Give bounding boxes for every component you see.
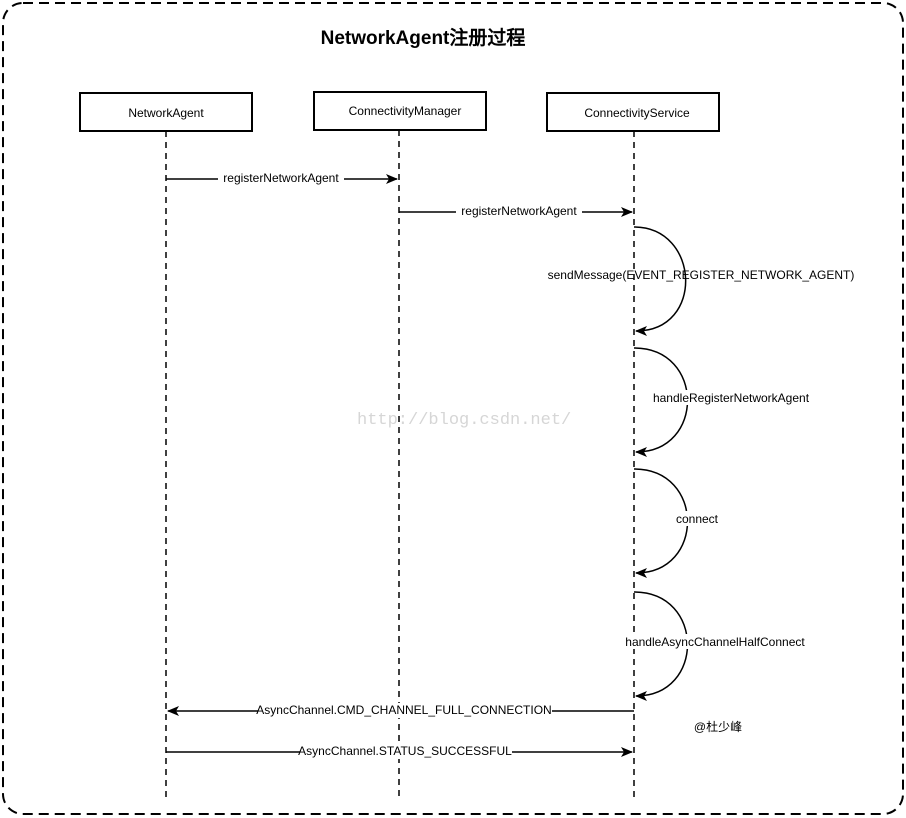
message-cmd-channel-full-connection: AsyncChannel.CMD_CHANNEL_FULL_CONNECTION xyxy=(167,703,634,718)
self-message-handle-register: handleRegisterNetworkAgent xyxy=(633,347,814,457)
message-label: AsyncChannel.CMD_CHANNEL_FULL_CONNECTION xyxy=(256,703,551,717)
message-status-successful: AsyncChannel.STATUS_SUCCESSFUL xyxy=(166,744,633,759)
author-note: @杜少峰 xyxy=(694,719,742,734)
message-label: AsyncChannel.STATUS_SUCCESSFUL xyxy=(298,744,512,758)
message-register-network-agent-2: registerNetworkAgent xyxy=(399,204,633,219)
diagram-title: NetworkAgent注册过程 xyxy=(321,26,526,49)
message-label: connect xyxy=(676,512,719,526)
message-label: handleRegisterNetworkAgent xyxy=(653,391,810,405)
self-message-connect: connect xyxy=(633,468,721,578)
lifeline-connectivityservice: ConnectivityService xyxy=(546,92,720,798)
self-message-send-message: sendMessage(EVENT_REGISTER_NETWORK_AGENT… xyxy=(548,226,855,336)
message-register-network-agent-1: registerNetworkAgent xyxy=(166,171,398,186)
message-label: registerNetworkAgent xyxy=(461,204,577,218)
self-message-half-connect: handleAsyncChannelHalfConnect xyxy=(622,591,808,701)
message-label: sendMessage(EVENT_REGISTER_NETWORK_AGENT… xyxy=(548,268,855,282)
participant-box xyxy=(546,92,720,132)
participant-label: ConnectivityService xyxy=(584,106,690,120)
message-label: handleAsyncChannelHalfConnect xyxy=(625,635,805,649)
participant-box xyxy=(79,92,253,132)
lifeline-connectivitymanager: ConnectivityManager xyxy=(313,91,487,798)
participant-label: NetworkAgent xyxy=(128,106,204,120)
participant-box xyxy=(313,91,487,131)
lifeline-networkagent: NetworkAgent xyxy=(79,92,253,798)
participant-label: ConnectivityManager xyxy=(349,104,462,118)
message-label: registerNetworkAgent xyxy=(223,171,339,185)
watermark: http://blog.csdn.net/ xyxy=(357,411,571,430)
